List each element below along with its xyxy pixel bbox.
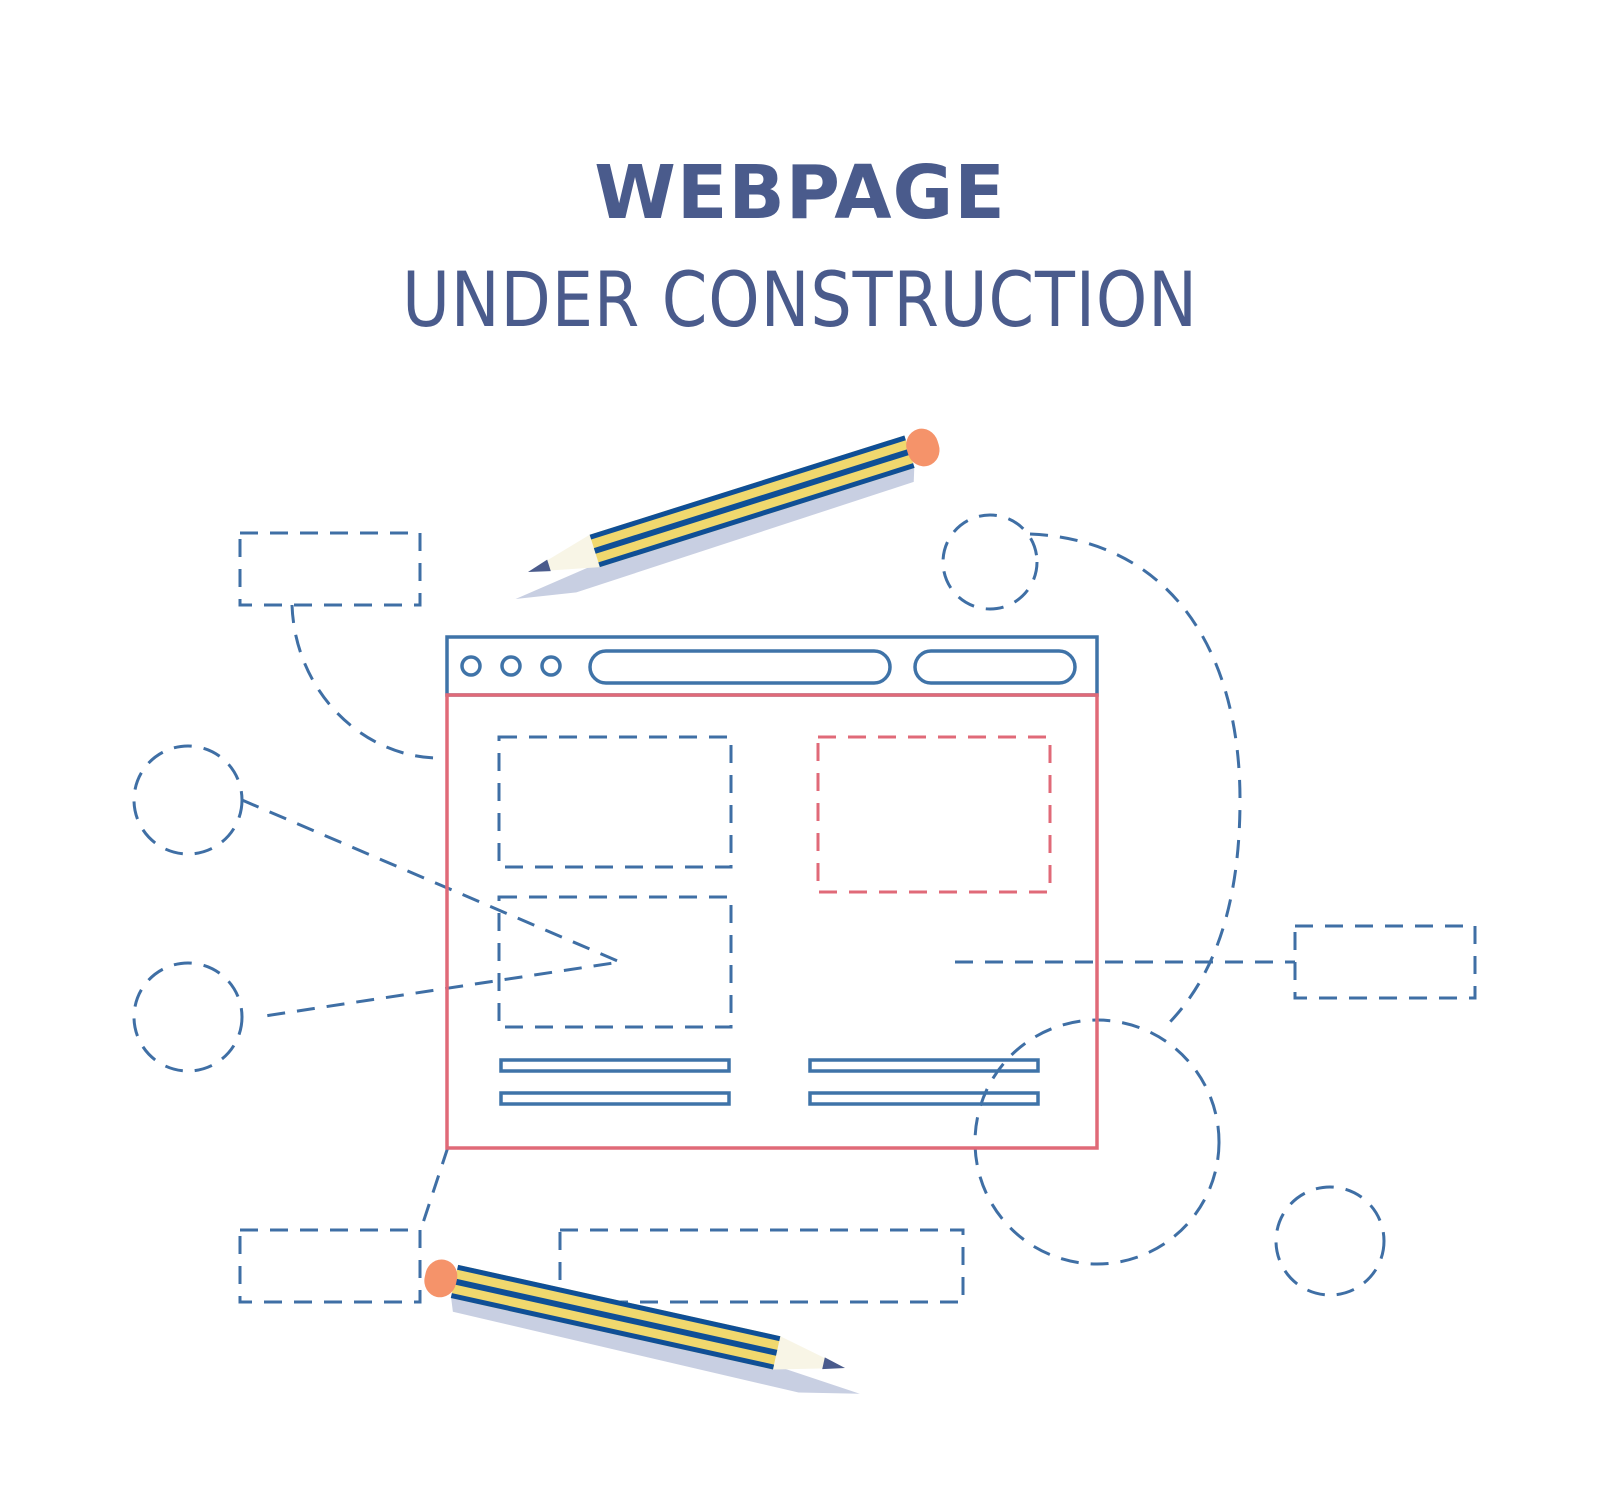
browser-window-icon — [445, 635, 1099, 1150]
window-dot-icon — [460, 655, 482, 677]
pencil-icon — [503, 424, 949, 611]
dashed-decorations — [132, 513, 1477, 1304]
window-dot-icon — [540, 655, 562, 677]
address-bar — [588, 649, 892, 685]
pencil-icon — [417, 1256, 869, 1406]
heading-subtitle: UNDER CONSTRUCTION — [402, 255, 1198, 344]
window-dot-icon — [500, 655, 522, 677]
search-bar — [913, 649, 1077, 685]
heading-title: WEBPAGE — [594, 150, 1006, 236]
